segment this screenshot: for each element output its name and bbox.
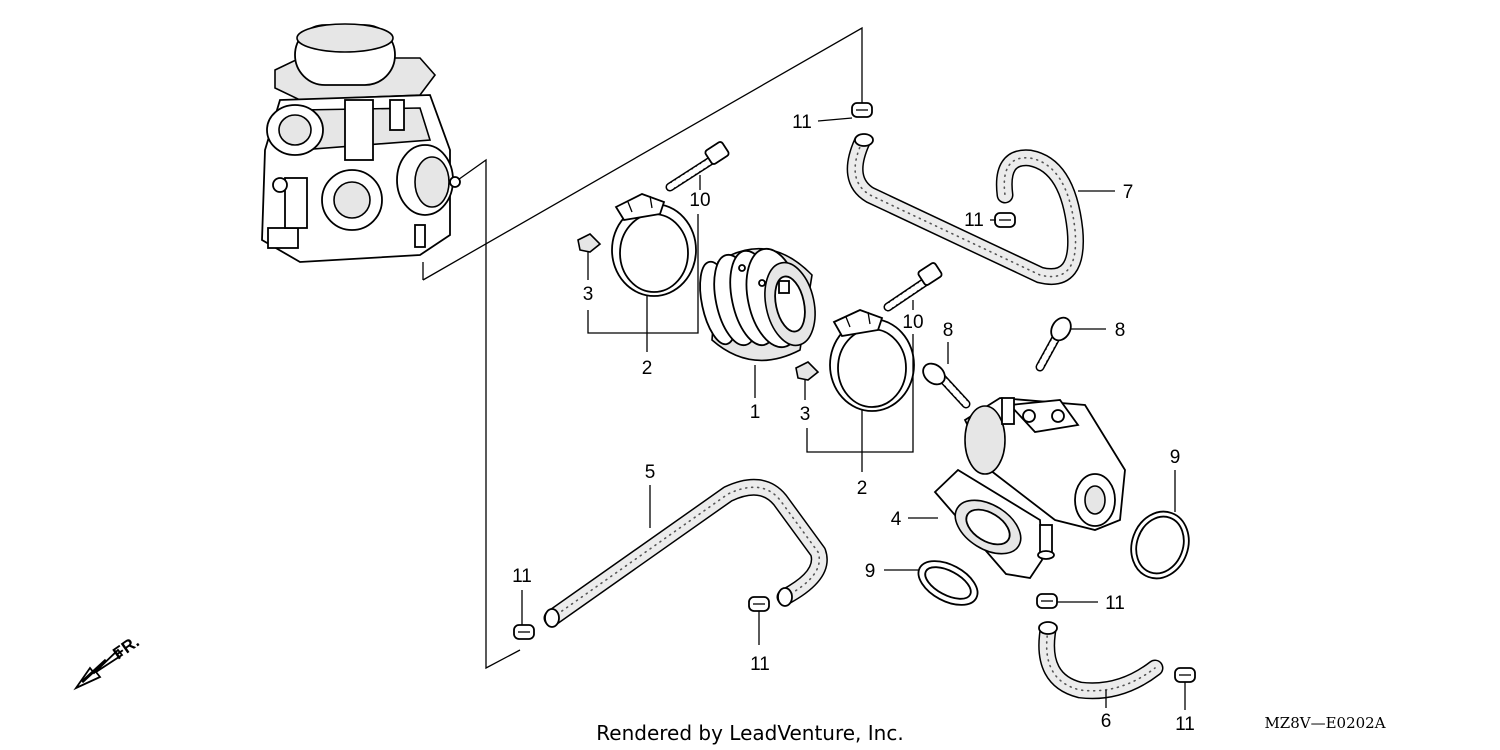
part-3-nut-upper xyxy=(577,233,602,253)
callout-11-f: 11 xyxy=(1175,714,1195,735)
part-1-insulator xyxy=(699,247,816,362)
callout-4: 4 xyxy=(891,509,902,530)
part-6-hose-small xyxy=(1038,621,1164,700)
callout-2-lower: 2 xyxy=(857,478,868,499)
part-11-clip-e xyxy=(1036,593,1058,609)
callout-10-lower: 10 xyxy=(902,312,923,333)
callout-9-left: 9 xyxy=(865,561,876,582)
part-9-gasket-left xyxy=(917,560,979,606)
part-10-bolt-lower xyxy=(883,262,943,312)
callout-5: 5 xyxy=(645,462,656,483)
part-11-clip-a xyxy=(851,102,873,118)
callout-3-lower: 3 xyxy=(800,404,811,425)
part-11-clip-b xyxy=(994,212,1016,228)
part-3-nut-lower xyxy=(795,361,820,381)
callout-7: 7 xyxy=(1123,182,1134,203)
part-11-clip-d xyxy=(748,596,770,612)
callout-2-upper: 2 xyxy=(642,358,653,379)
callout-8-left: 8 xyxy=(943,320,954,341)
part-2-clamp-upper xyxy=(611,193,697,297)
callout-1: 1 xyxy=(750,402,761,423)
callout-9-right: 9 xyxy=(1170,447,1181,468)
part-2-clamp-lower xyxy=(829,309,915,412)
footer-credit: Rendered by LeadVenture, Inc. xyxy=(596,721,903,745)
front-direction-arrow: FR. xyxy=(73,632,143,691)
callout-11-c: 11 xyxy=(512,566,532,587)
leader-lines xyxy=(521,117,1186,710)
callout-11-b: 11 xyxy=(964,210,984,231)
callout-11-e: 11 xyxy=(1105,593,1125,614)
part-11-clip-f xyxy=(1174,667,1196,683)
diagram-code: MZ8V—E0202A xyxy=(1264,714,1385,732)
reference-lines xyxy=(422,26,863,670)
callout-3-upper: 3 xyxy=(583,284,594,305)
callout-11-a: 11 xyxy=(792,112,812,133)
part-5-hose-lower xyxy=(543,478,828,628)
callout-labels: 1 2 2 3 3 4 5 6 7 8 8 9 9 10 10 11 11 11… xyxy=(512,112,1195,735)
part-4-intake-joint xyxy=(933,397,1126,579)
part-11-clip-c xyxy=(513,624,535,640)
part-9-oring-right xyxy=(1130,510,1190,580)
callout-11-d: 11 xyxy=(750,654,770,675)
callout-8-right: 8 xyxy=(1115,320,1126,341)
callout-10-upper: 10 xyxy=(689,190,710,211)
part-8-bolt-right xyxy=(1035,316,1072,372)
callout-6: 6 xyxy=(1101,711,1112,732)
part-7-hose-upper xyxy=(846,133,1085,285)
carburetor-assembly xyxy=(261,23,461,263)
part-10-bolt-upper xyxy=(665,141,730,192)
part-8-bolt-left xyxy=(922,362,971,409)
